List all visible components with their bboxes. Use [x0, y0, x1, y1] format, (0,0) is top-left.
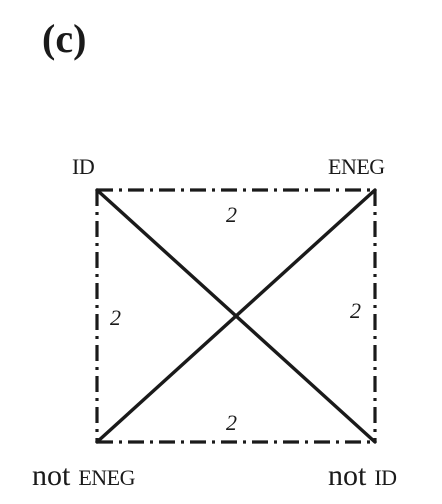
panel-label: (c) — [42, 16, 86, 61]
edge-label-bottom: 2 — [226, 410, 237, 435]
edge-label-left: 2 — [110, 305, 121, 330]
not-label: not — [328, 459, 367, 492]
corner-label-bottom-left: not ENEG — [32, 459, 136, 492]
eneg-label: ENEG — [78, 465, 135, 490]
corner-label-top-right: ENEG — [328, 154, 385, 179]
corner-label-bottom-right: not ID — [328, 459, 397, 492]
diagonal-eneg-to-not-eneg — [95, 188, 377, 444]
edge-label-right: 2 — [350, 298, 361, 323]
corner-label-top-left: ID — [72, 154, 94, 179]
id-label: ID — [374, 465, 396, 490]
not-label: not — [32, 459, 71, 492]
edge-label-top: 2 — [226, 202, 237, 227]
